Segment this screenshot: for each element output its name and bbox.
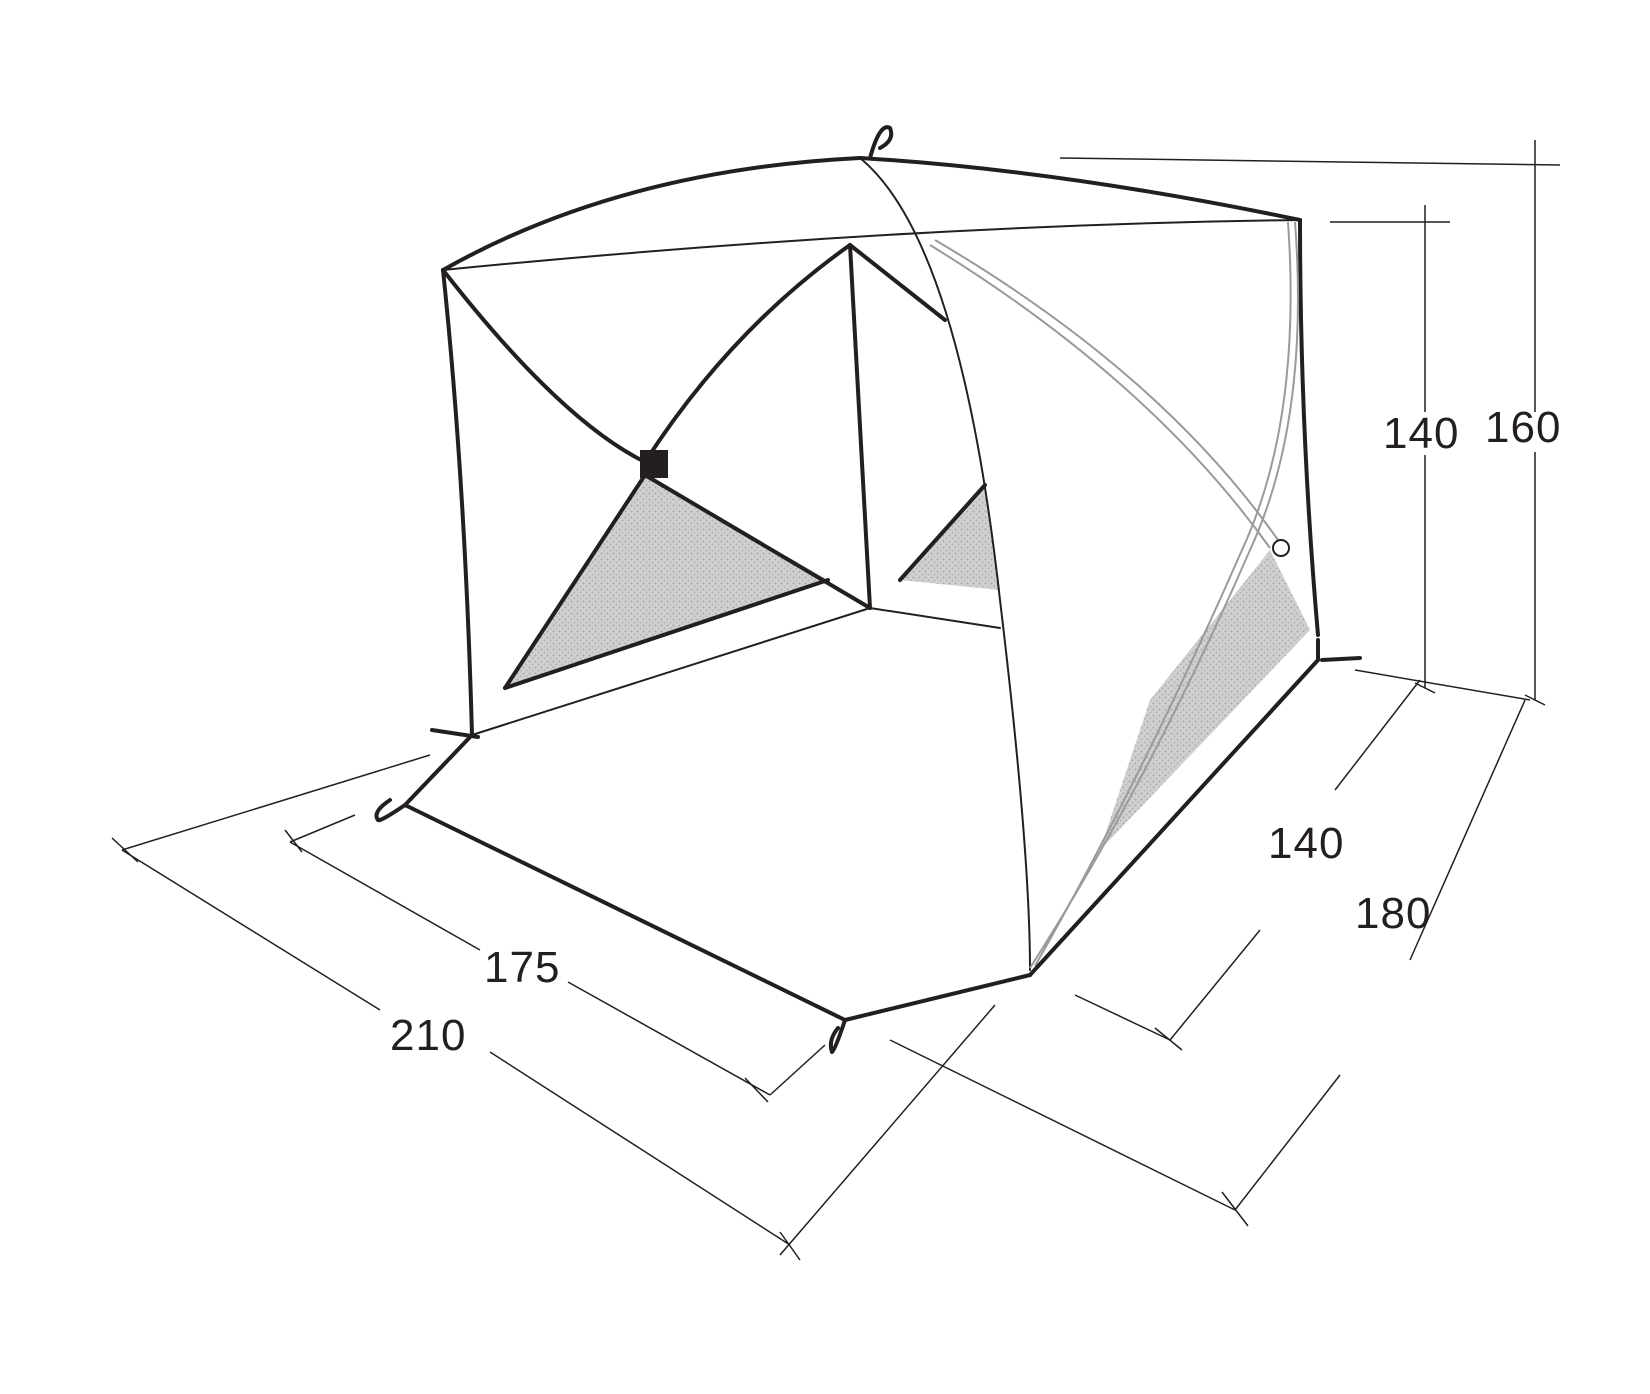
hub-connector [640,450,668,478]
dim-width-outer-label: 210 [390,1011,466,1060]
dim-height-inner-label: 140 [1383,409,1459,458]
center-mesh-panel [900,485,1000,590]
dim-height-outer-label: 160 [1485,403,1561,452]
dim-depth-outer-label: 180 [1355,889,1431,938]
tent-frame [374,125,1362,1054]
dimension-lines [111,140,1561,1261]
left-mesh-panel [505,475,828,688]
dim-width-inner-label: 175 [484,943,560,992]
right-mesh-panel [1100,550,1310,850]
dim-depth-inner-label: 140 [1268,819,1344,868]
